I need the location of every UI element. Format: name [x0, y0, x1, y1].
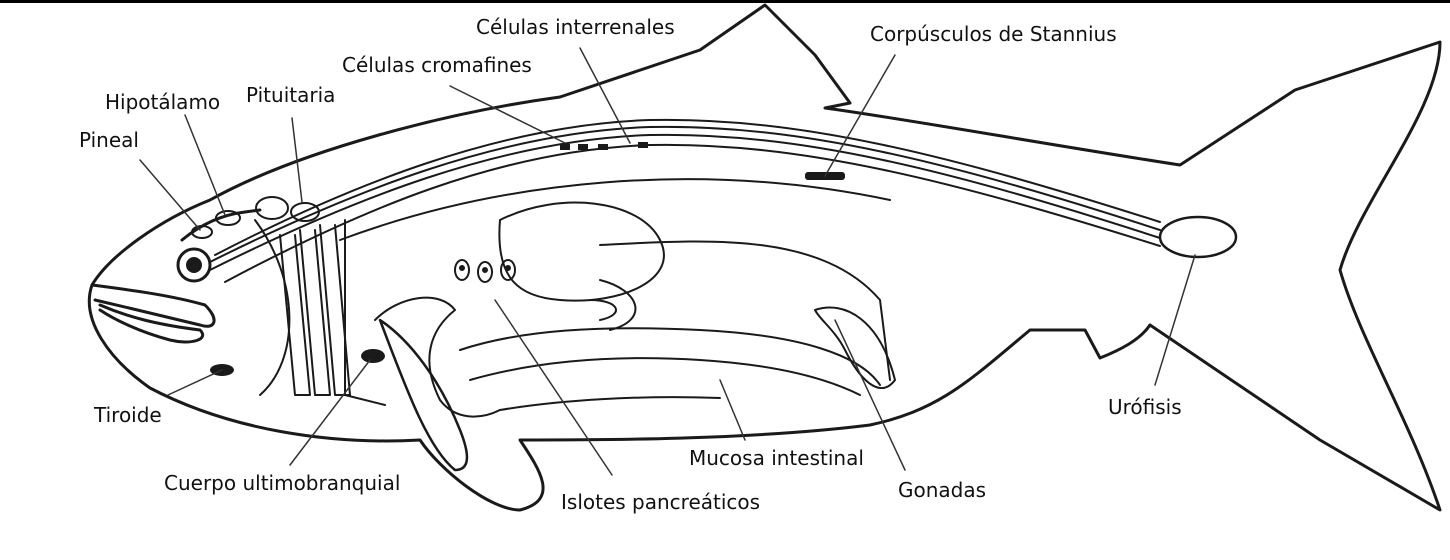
- gonads: [814, 306, 896, 390]
- label-islotes-pancreaticos: Islotes pancreáticos: [559, 490, 763, 514]
- pituitary-gland-1: [255, 196, 289, 220]
- mouth-upper: [90, 283, 216, 328]
- label-celulas-cromafines: Células cromafines: [340, 53, 534, 77]
- mouth-lower: [98, 303, 204, 344]
- leader-lines: [139, 47, 1196, 476]
- pancreatic-islets: [454, 259, 516, 283]
- urophysis: [1158, 215, 1238, 259]
- body-cavity-wall: [599, 240, 891, 381]
- pineal-gland: [191, 225, 213, 239]
- ultimobranchial-spot: [361, 349, 385, 363]
- label-mucosa-intestinal: Mucosa intestinal: [687, 446, 866, 470]
- top-border: [0, 0, 1450, 3]
- spinal-column: [209, 118, 1161, 283]
- label-hipotalamo: Hipotálamo: [103, 90, 223, 114]
- hypothalamus-region: [215, 210, 241, 226]
- label-pineal: Pineal: [77, 128, 141, 152]
- label-pituitaria: Pituitaria: [244, 83, 338, 107]
- swim-bladder: [498, 201, 665, 302]
- interrenal-chromaffin-cells: [560, 142, 648, 150]
- pectoral-fin: [378, 318, 469, 472]
- label-cuerpo-ultimobranquial: Cuerpo ultimobranquial: [162, 471, 403, 495]
- label-corpusculos-stannius: Corpúsculos de Stannius: [868, 22, 1119, 46]
- brain-outline: [180, 208, 262, 242]
- eye-outer: [176, 247, 212, 283]
- label-tiroide: Tiroide: [92, 403, 164, 427]
- intestine: [459, 279, 881, 411]
- body-outline: [87, 3, 1442, 512]
- gill-arches: [254, 219, 386, 406]
- eye-inner: [186, 257, 202, 273]
- label-urofisis: Urófisis: [1106, 395, 1184, 419]
- label-gonadas: Gonadas: [896, 478, 989, 502]
- body-cavity-front: [374, 296, 501, 418]
- label-celulas-interrenales: Células interrenales: [474, 15, 677, 39]
- kidney: [339, 178, 891, 241]
